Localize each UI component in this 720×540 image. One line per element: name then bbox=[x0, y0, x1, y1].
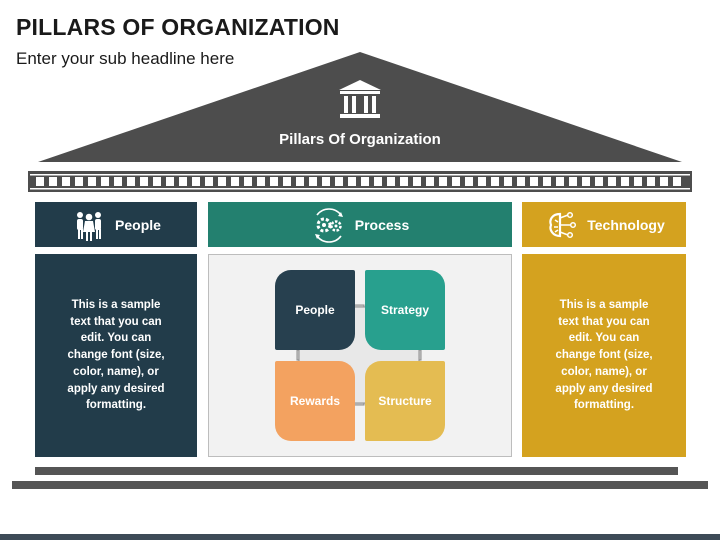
gears-cycle-icon bbox=[314, 207, 343, 243]
frieze-pattern bbox=[30, 174, 690, 190]
frieze-block bbox=[322, 177, 330, 186]
roof-pediment bbox=[28, 52, 692, 192]
frieze-block bbox=[400, 177, 408, 186]
frieze-block bbox=[517, 177, 525, 186]
frieze-block bbox=[504, 177, 512, 186]
roof-label: Pillars Of Organization bbox=[279, 131, 441, 148]
frieze-block bbox=[621, 177, 629, 186]
frieze-block bbox=[478, 177, 486, 186]
frieze-block bbox=[361, 177, 369, 186]
page-title: PILLARS OF ORGANIZATION bbox=[16, 14, 340, 40]
frieze-line-bottom bbox=[30, 188, 690, 190]
frieze-block bbox=[127, 177, 135, 186]
people-header: People bbox=[35, 202, 197, 247]
people-body-text: This is a sample text that you can edit.… bbox=[67, 298, 165, 412]
page-subtitle: Enter your sub headline here bbox=[16, 49, 235, 68]
frieze-block bbox=[335, 177, 343, 186]
frieze-block bbox=[582, 177, 590, 186]
frieze-block bbox=[374, 177, 382, 186]
people-column: This is a sample text that you can edit.… bbox=[35, 254, 197, 457]
frieze-block bbox=[114, 177, 122, 186]
quadrant-label-strategy: Strategy bbox=[380, 303, 430, 317]
frieze-block bbox=[387, 177, 395, 186]
frieze-block bbox=[426, 177, 434, 186]
people-header-label: People bbox=[115, 216, 161, 233]
technology-header-label: Technology bbox=[587, 216, 665, 233]
process-header-label: Process bbox=[354, 216, 410, 233]
frieze-block bbox=[634, 177, 642, 186]
frieze-block bbox=[309, 177, 317, 186]
bank-building-icon bbox=[339, 80, 381, 118]
frieze-block bbox=[140, 177, 148, 186]
process-connectors bbox=[296, 304, 422, 406]
frieze-block bbox=[348, 177, 356, 186]
frieze-block bbox=[556, 177, 564, 186]
frieze-block bbox=[413, 177, 421, 186]
frieze-block bbox=[673, 177, 681, 186]
frieze-block bbox=[101, 177, 109, 186]
people-group-icon bbox=[77, 211, 102, 241]
frieze-block bbox=[231, 177, 239, 186]
frieze-block bbox=[257, 177, 265, 186]
frieze-block bbox=[166, 177, 174, 186]
frieze-block bbox=[218, 177, 226, 186]
roof-triangle bbox=[38, 52, 682, 162]
bottom-bar bbox=[0, 534, 720, 540]
frieze-block bbox=[179, 177, 187, 186]
frieze-block bbox=[192, 177, 200, 186]
tech-brain-icon bbox=[549, 211, 577, 238]
quadrant-label-rewards: Rewards bbox=[289, 394, 341, 408]
frieze-block bbox=[465, 177, 473, 186]
frieze-block bbox=[452, 177, 460, 186]
frieze-line-top bbox=[30, 174, 690, 176]
frieze-block bbox=[49, 177, 57, 186]
frieze-block bbox=[36, 177, 44, 186]
technology-column: This is a sample text that you can edit.… bbox=[522, 254, 686, 457]
base-step-lower bbox=[12, 481, 708, 489]
frieze-block bbox=[153, 177, 161, 186]
frieze-block bbox=[530, 177, 538, 186]
frieze-block bbox=[660, 177, 668, 186]
frieze-block bbox=[491, 177, 499, 186]
frieze-block bbox=[244, 177, 252, 186]
frieze-block bbox=[283, 177, 291, 186]
base-step-upper bbox=[35, 467, 678, 475]
process-quadrant-structure: Structure bbox=[365, 361, 445, 441]
frieze-block bbox=[608, 177, 616, 186]
frieze-block bbox=[439, 177, 447, 186]
frieze-block bbox=[270, 177, 278, 186]
quadrant-label-structure: Structure bbox=[378, 394, 432, 408]
frieze-block bbox=[296, 177, 304, 186]
quadrant-label-people: People bbox=[295, 303, 335, 317]
process-column: People Strategy Rewards Structure bbox=[208, 254, 512, 457]
frieze-block bbox=[205, 177, 213, 186]
process-header: Process bbox=[208, 202, 512, 247]
frieze-block bbox=[569, 177, 577, 186]
process-quadrant-rewards: Rewards bbox=[275, 361, 355, 441]
process-quadrant-people: People bbox=[275, 270, 355, 350]
frieze-block bbox=[62, 177, 70, 186]
process-quadrant-strategy: Strategy bbox=[365, 270, 445, 350]
roof-frieze bbox=[28, 171, 692, 192]
frieze-block bbox=[595, 177, 603, 186]
frieze-block bbox=[75, 177, 83, 186]
technology-header: Technology bbox=[522, 202, 686, 247]
frieze-block bbox=[647, 177, 655, 186]
frieze-block bbox=[88, 177, 96, 186]
frieze-block bbox=[543, 177, 551, 186]
technology-body-text: This is a sample text that you can edit.… bbox=[555, 298, 653, 412]
